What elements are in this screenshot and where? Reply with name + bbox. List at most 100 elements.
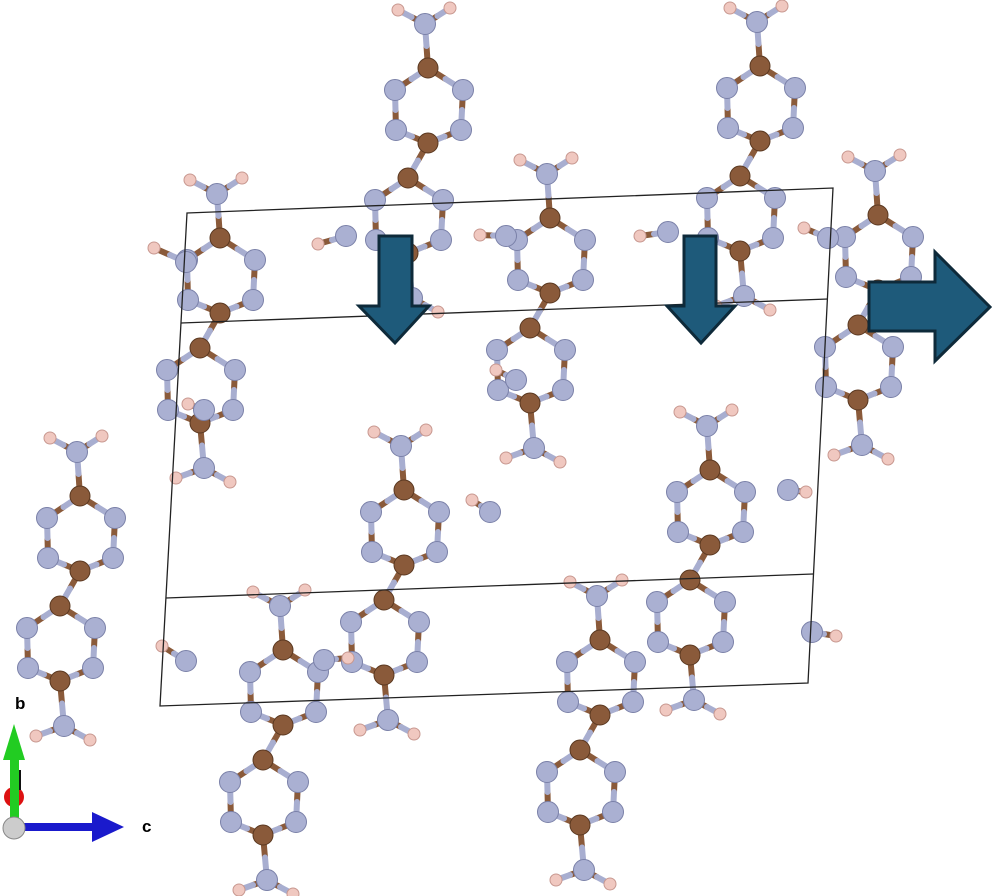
nitrogen-atom <box>426 541 448 563</box>
nitrogen-atom <box>864 160 886 182</box>
nitrogen-atom <box>712 631 734 653</box>
nitrogen-atom <box>17 657 39 679</box>
hydrogen-atom <box>881 452 895 466</box>
nitrogen-atom <box>801 621 823 643</box>
nitrogen-atom <box>313 649 335 671</box>
carbon-atom <box>397 167 419 189</box>
nitrogen-atom <box>746 11 768 33</box>
nitrogen-atom <box>762 227 784 249</box>
nitrogen-atom <box>82 657 104 679</box>
nitrogen-atom <box>716 77 738 99</box>
axis-b-shaft <box>10 745 19 827</box>
carbon-atom <box>373 664 395 686</box>
nitrogen-atom <box>536 163 558 185</box>
carbon-atom <box>749 55 771 77</box>
nitrogen-atom <box>256 869 278 891</box>
hydrogen-atom <box>553 455 567 469</box>
nitrogen-atom <box>622 691 644 713</box>
axis-c-label: c <box>142 817 151 836</box>
hydrogen-atom <box>549 873 563 887</box>
hydrogen-atom <box>565 151 579 165</box>
carbon-atom <box>589 704 611 726</box>
hydrogen-atom <box>723 1 737 15</box>
hydrogen-atom <box>465 493 479 507</box>
bond-layer <box>24 3 916 896</box>
nitrogen-atom <box>479 501 501 523</box>
nitrogen-atom <box>450 119 472 141</box>
hydrogen-atom <box>341 651 355 665</box>
nitrogen-atom <box>335 225 357 247</box>
nitrogen-atom <box>244 249 266 271</box>
down-arrow-2 <box>663 234 739 346</box>
hydrogen-atom <box>799 485 813 499</box>
hydrogen-atom <box>841 150 855 164</box>
hydrogen-atom <box>443 1 457 15</box>
hydrogen-atom <box>311 237 325 251</box>
hydrogen-atom <box>419 423 433 437</box>
nitrogen-atom <box>239 661 261 683</box>
nitrogen-atom <box>384 79 406 101</box>
nitrogen-atom <box>734 481 756 503</box>
carbon-atom <box>749 130 771 152</box>
nitrogen-atom <box>733 285 755 307</box>
hydrogen-atom <box>83 733 97 747</box>
carbon-atom <box>393 479 415 501</box>
nitrogen-atom <box>340 611 362 633</box>
carbon-atom <box>679 569 701 591</box>
nitrogen-atom <box>53 715 75 737</box>
nitrogen-atom <box>667 521 689 543</box>
axis-origin-sphere <box>2 816 26 840</box>
nitrogen-atom <box>385 119 407 141</box>
hydrogen-atom <box>775 0 789 13</box>
hydrogen-atom <box>29 729 43 743</box>
nitrogen-atom <box>602 801 624 823</box>
nitrogen-atom <box>646 591 668 613</box>
hydrogen-atom <box>232 883 246 896</box>
nitrogen-atom <box>554 339 576 361</box>
carbon-atom <box>729 240 751 262</box>
nitrogen-atom <box>37 547 59 569</box>
nitrogen-atom <box>557 691 579 713</box>
hydrogen-atom <box>499 451 513 465</box>
carbon-atom <box>539 282 561 304</box>
nitrogen-atom <box>556 651 578 673</box>
nitrogen-atom <box>414 13 436 35</box>
unit-cell <box>159 187 834 707</box>
nitrogen-atom <box>764 187 786 209</box>
nitrogen-atom <box>574 229 596 251</box>
nitrogen-atom <box>175 251 197 273</box>
nitrogen-atom <box>573 859 595 881</box>
nitrogen-atom <box>406 651 428 673</box>
nitrogen-atom <box>452 79 474 101</box>
hydrogen-atom <box>407 727 421 741</box>
hydrogen-atom <box>659 703 673 717</box>
nitrogen-atom <box>104 507 126 529</box>
nitrogen-atom <box>572 269 594 291</box>
cell-plane-bottom <box>165 573 814 599</box>
carbon-atom <box>49 670 71 692</box>
hydrogen-atom <box>391 3 405 17</box>
nitrogen-atom <box>287 771 309 793</box>
hydrogen-atom <box>43 431 57 445</box>
carbon-atom <box>252 749 274 771</box>
atom-layer <box>16 0 924 896</box>
hydrogen-atom <box>431 305 445 319</box>
nitrogen-atom <box>305 701 327 723</box>
nitrogen-atom <box>666 481 688 503</box>
nitrogen-atom <box>36 507 58 529</box>
nitrogen-atom <box>882 336 904 358</box>
nitrogen-atom <box>157 399 179 421</box>
hydrogen-atom <box>95 429 109 443</box>
nitrogen-atom <box>175 650 197 672</box>
nitrogen-atom <box>624 651 646 673</box>
unit-cell-outline <box>159 187 834 707</box>
carbon-atom <box>589 629 611 651</box>
nitrogen-atom <box>552 379 574 401</box>
carbon-atom <box>393 554 415 576</box>
nitrogen-atom <box>285 811 307 833</box>
carbon-atom <box>539 207 561 229</box>
nitrogen-atom <box>536 761 558 783</box>
carbon-atom <box>373 589 395 611</box>
carbon-atom <box>679 644 701 666</box>
nitrogen-atom <box>835 266 857 288</box>
